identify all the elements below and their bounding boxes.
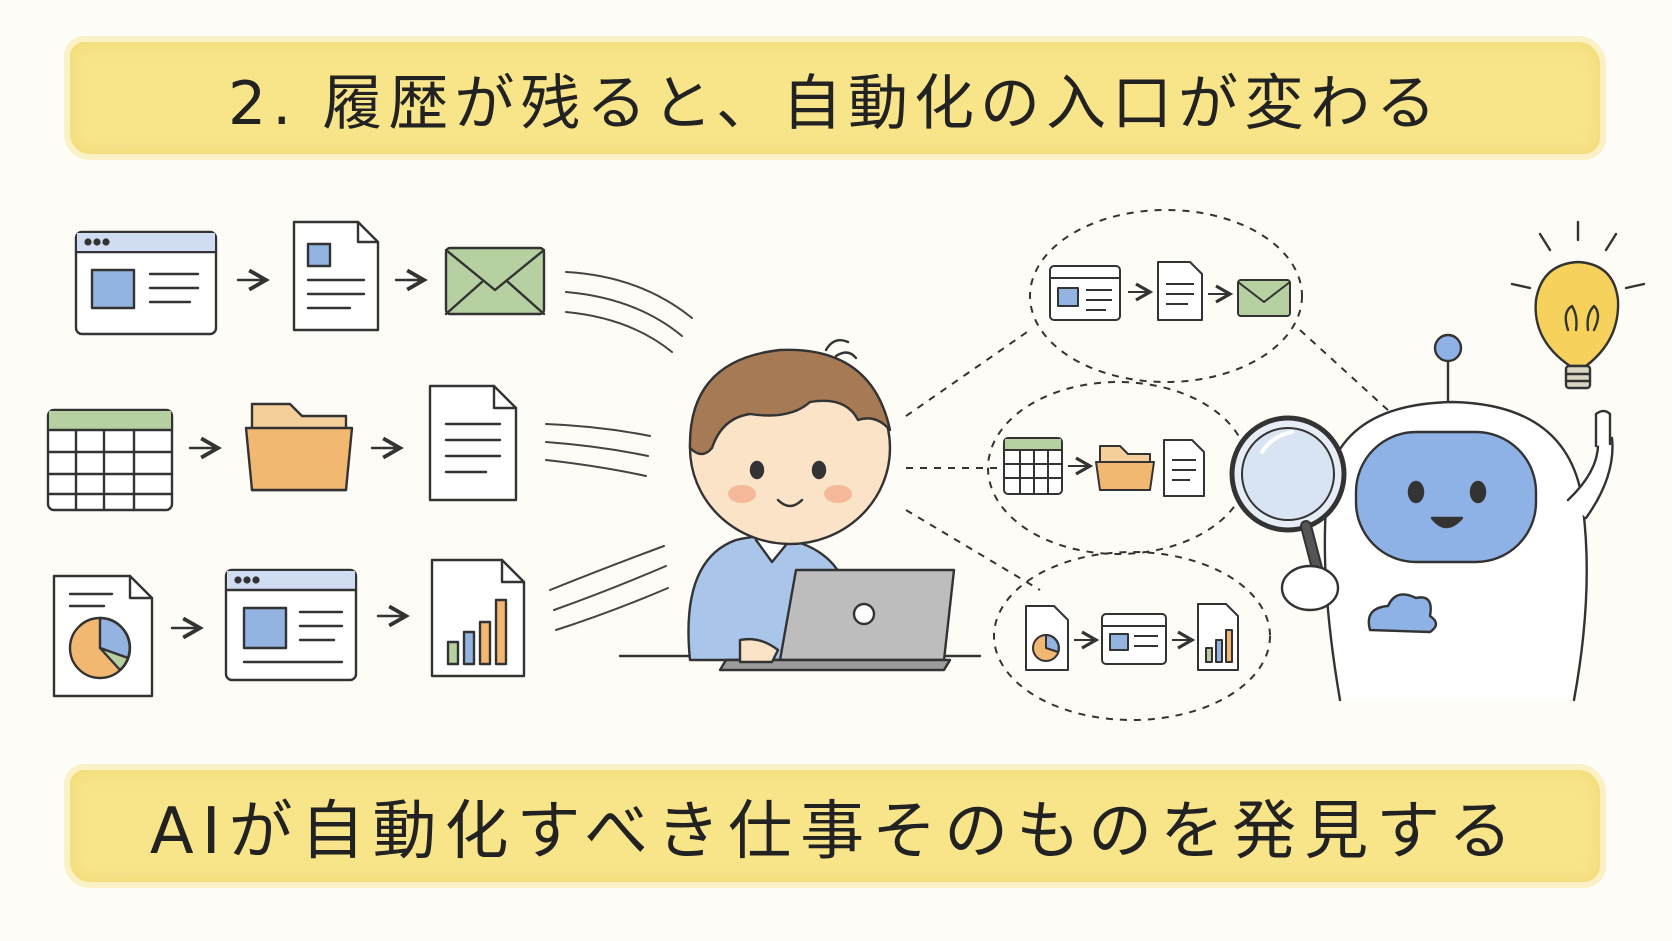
pie-chart-document-icon — [52, 574, 154, 698]
left-workflows — [46, 220, 546, 698]
caption-banner: AIが自動化すべき仕事そのものを発見する — [70, 770, 1600, 882]
page-title: 2. 履歴が残ると、自動化の入口が変わる — [228, 68, 1442, 139]
browser-window-icon — [224, 568, 358, 682]
browser-window-icon — [74, 230, 218, 336]
dashed-connectors — [905, 329, 1391, 591]
mini-document-icon — [1163, 439, 1205, 497]
workflow-row-1 — [74, 220, 546, 336]
workflow-oval-1 — [1029, 209, 1303, 383]
document-icon — [428, 384, 518, 502]
workflow-row-2 — [46, 384, 518, 512]
discovered-workflows — [987, 209, 1303, 721]
workflow-row-3 — [52, 558, 526, 698]
mini-document-icon — [1157, 261, 1203, 321]
robot-with-magnifier — [1229, 333, 1614, 702]
document-icon — [292, 220, 380, 332]
workflow-oval-3 — [993, 551, 1271, 721]
mini-pie-chart-document-icon — [1025, 605, 1069, 671]
light-bulb-icon — [1510, 220, 1646, 390]
mini-browser-window-icon — [1049, 265, 1121, 321]
mini-envelope-icon — [1237, 279, 1291, 317]
caption-text: AIが自動化すべき仕事そのものを発見する — [149, 795, 1521, 869]
mini-folder-icon — [1095, 445, 1155, 491]
mini-spreadsheet-icon — [1003, 437, 1063, 495]
mini-bar-chart-document-icon — [1197, 603, 1239, 671]
cloud-icon — [1367, 593, 1438, 634]
folder-icon — [244, 402, 354, 492]
bar-chart-document-icon — [430, 558, 526, 678]
person-at-laptop — [618, 339, 982, 672]
magnifying-glass-icon — [1229, 415, 1347, 578]
envelope-icon — [444, 246, 546, 316]
title-banner: 2. 履歴が残ると、自動化の入口が変わる — [70, 42, 1600, 154]
motion-lines — [545, 271, 693, 631]
mini-browser-window-icon — [1101, 613, 1167, 665]
spreadsheet-icon — [46, 408, 174, 512]
